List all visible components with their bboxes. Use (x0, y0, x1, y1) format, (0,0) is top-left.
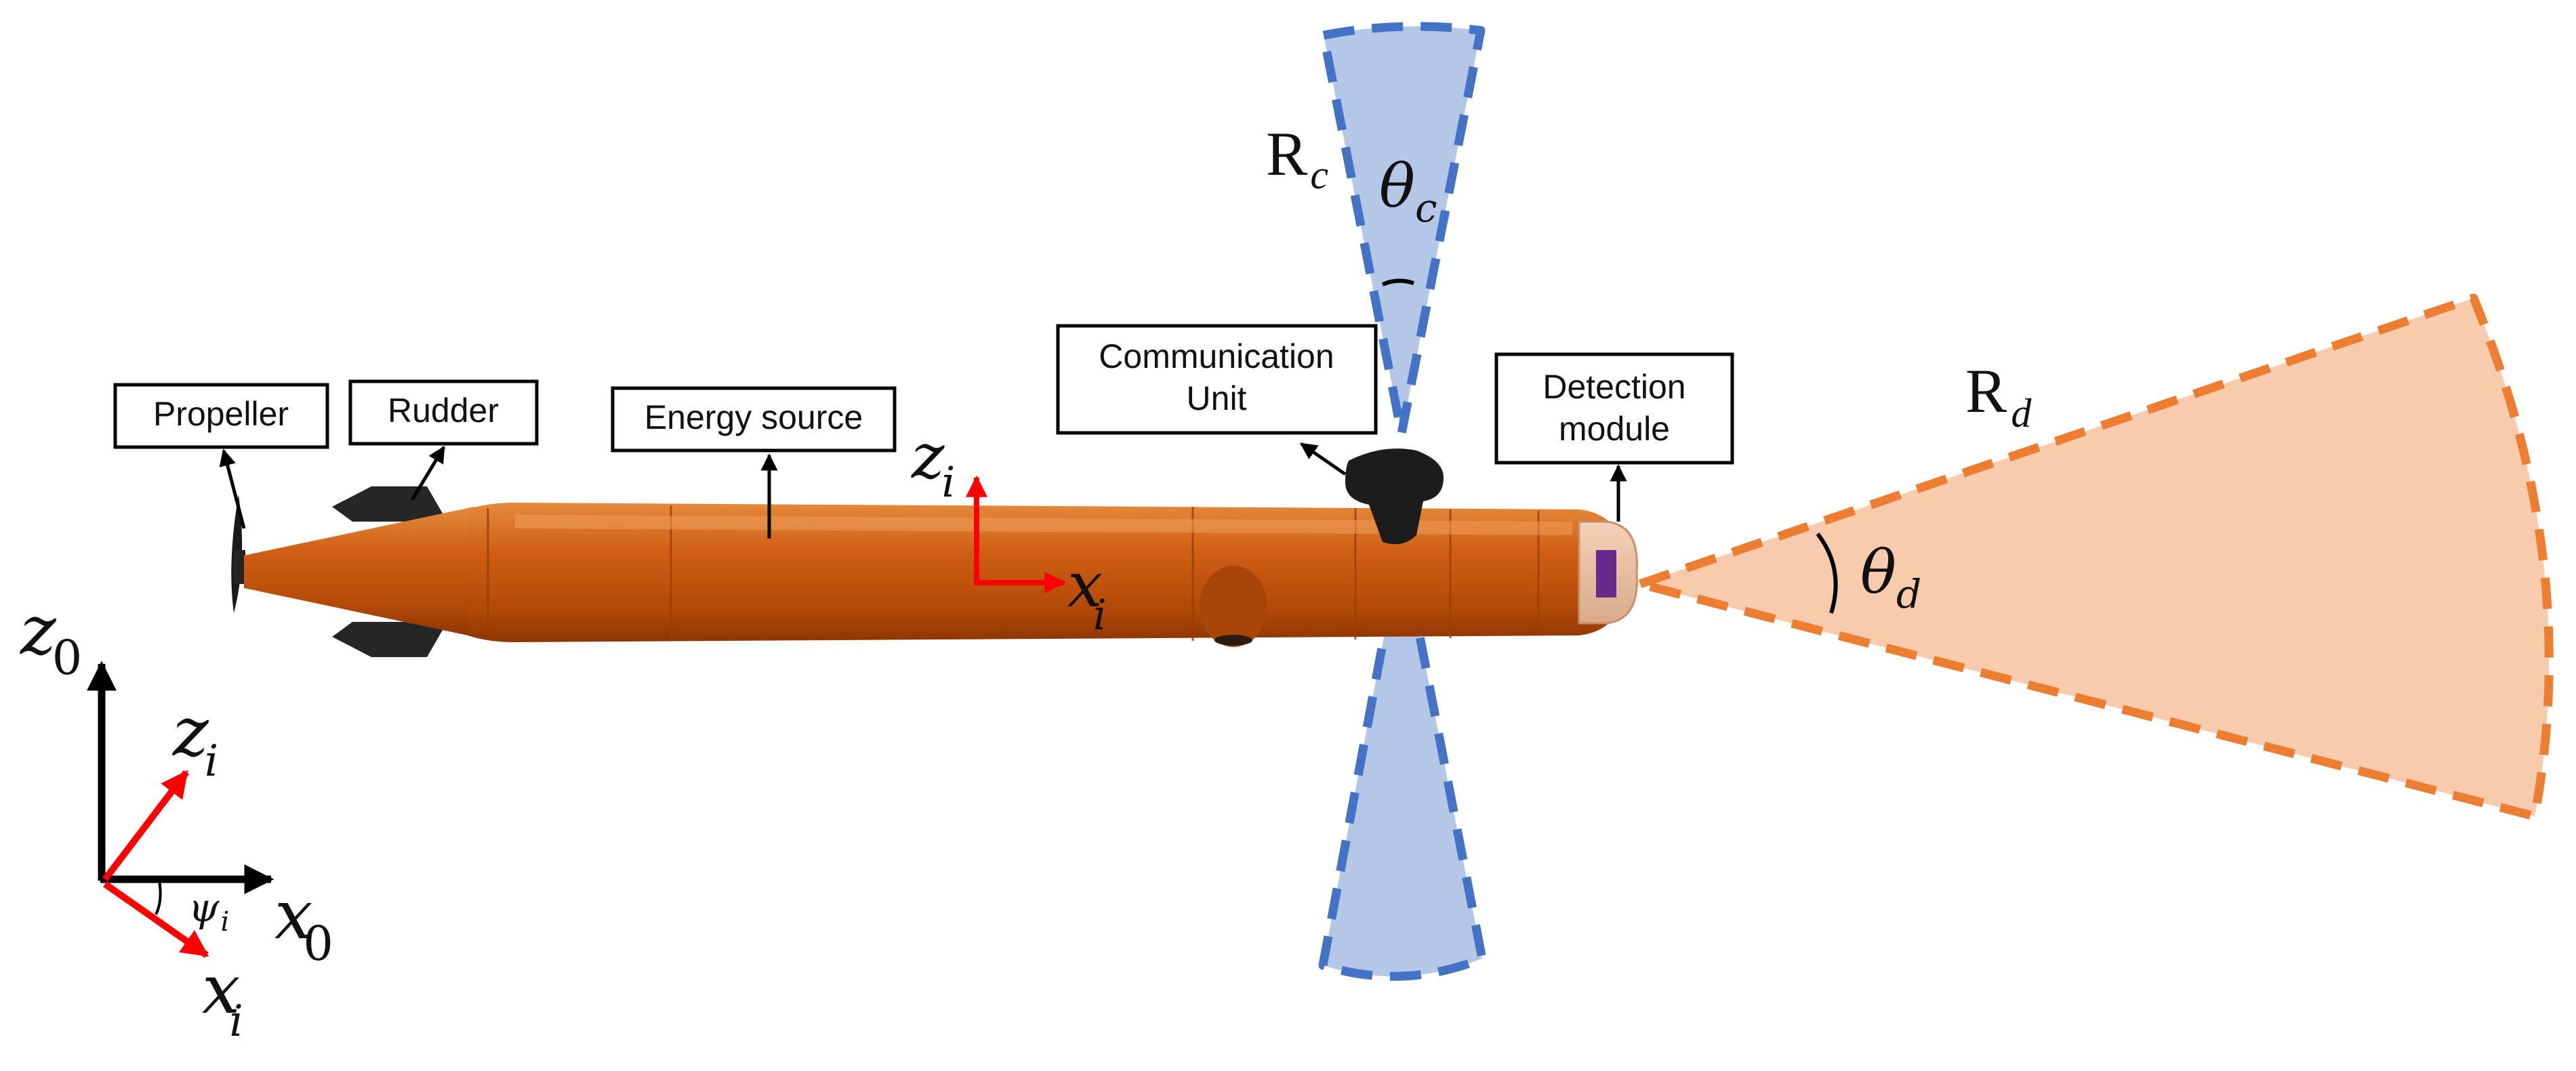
communication-beam-upper-lobe (1319, 22, 1486, 438)
callout-energy-source: Energy source (611, 386, 897, 539)
hull-highlight (515, 515, 1572, 535)
communication-beam (1318, 22, 1487, 981)
callout-propeller: Propeller (113, 383, 329, 529)
detection-beam (1635, 293, 2554, 821)
communication-beam-lower-lobe (1318, 537, 1487, 981)
global-z-label: z0 (20, 591, 82, 686)
callout-communication-unit: Communication Unit (1056, 324, 1378, 476)
propeller-label: Propeller (153, 395, 289, 433)
rudder-fin-upper (332, 486, 447, 522)
theta-d-arc (1816, 532, 1838, 614)
communication-unit-body (1345, 448, 1444, 545)
callouts: Propeller Rudder Energy source Communica… (113, 324, 1734, 539)
callout-detection-module: Detection module (1494, 352, 1734, 522)
detection-beam-sector (1635, 293, 2554, 821)
body-frame-axes: zi xi (911, 420, 1107, 639)
frame-xi-label: xi (202, 950, 243, 1047)
callout-rudder: Rudder (348, 379, 539, 501)
detection-module-label-line1: Detection (1542, 368, 1685, 406)
theta-c-label: θc (1379, 151, 1437, 231)
psi-label: ψi (188, 885, 229, 938)
rudder-fin-lower (332, 622, 447, 657)
theta-d-label: θd (1860, 537, 1921, 617)
ventral-pod-shadow (1214, 635, 1252, 646)
frame-zi-axis (102, 770, 189, 882)
communication-unit-label-line1: Communication (1099, 337, 1334, 375)
energy-source-label: Energy source (645, 398, 863, 436)
tail-cone (244, 507, 474, 637)
communication-unit-label-line2: Unit (1187, 379, 1247, 417)
detection-module-label-line2: module (1559, 410, 1670, 448)
psi-arc (155, 880, 162, 915)
detection-sensor-window (1596, 550, 1616, 597)
frame-xi-axis (103, 881, 209, 959)
body-x-label: xi (1067, 549, 1107, 639)
rudder-label: Rudder (388, 392, 499, 429)
theta-c-arc (1381, 278, 1414, 287)
frame-zi-label: zi (172, 692, 218, 786)
propeller-hub (233, 550, 245, 584)
global-frame: z0 x0 zi xi ψi (20, 591, 333, 1047)
body-z-label: zi (911, 420, 955, 507)
r-c-label: Rc (1266, 119, 1328, 197)
global-x-label: x0 (274, 875, 333, 971)
ventral-pod (1200, 566, 1267, 647)
